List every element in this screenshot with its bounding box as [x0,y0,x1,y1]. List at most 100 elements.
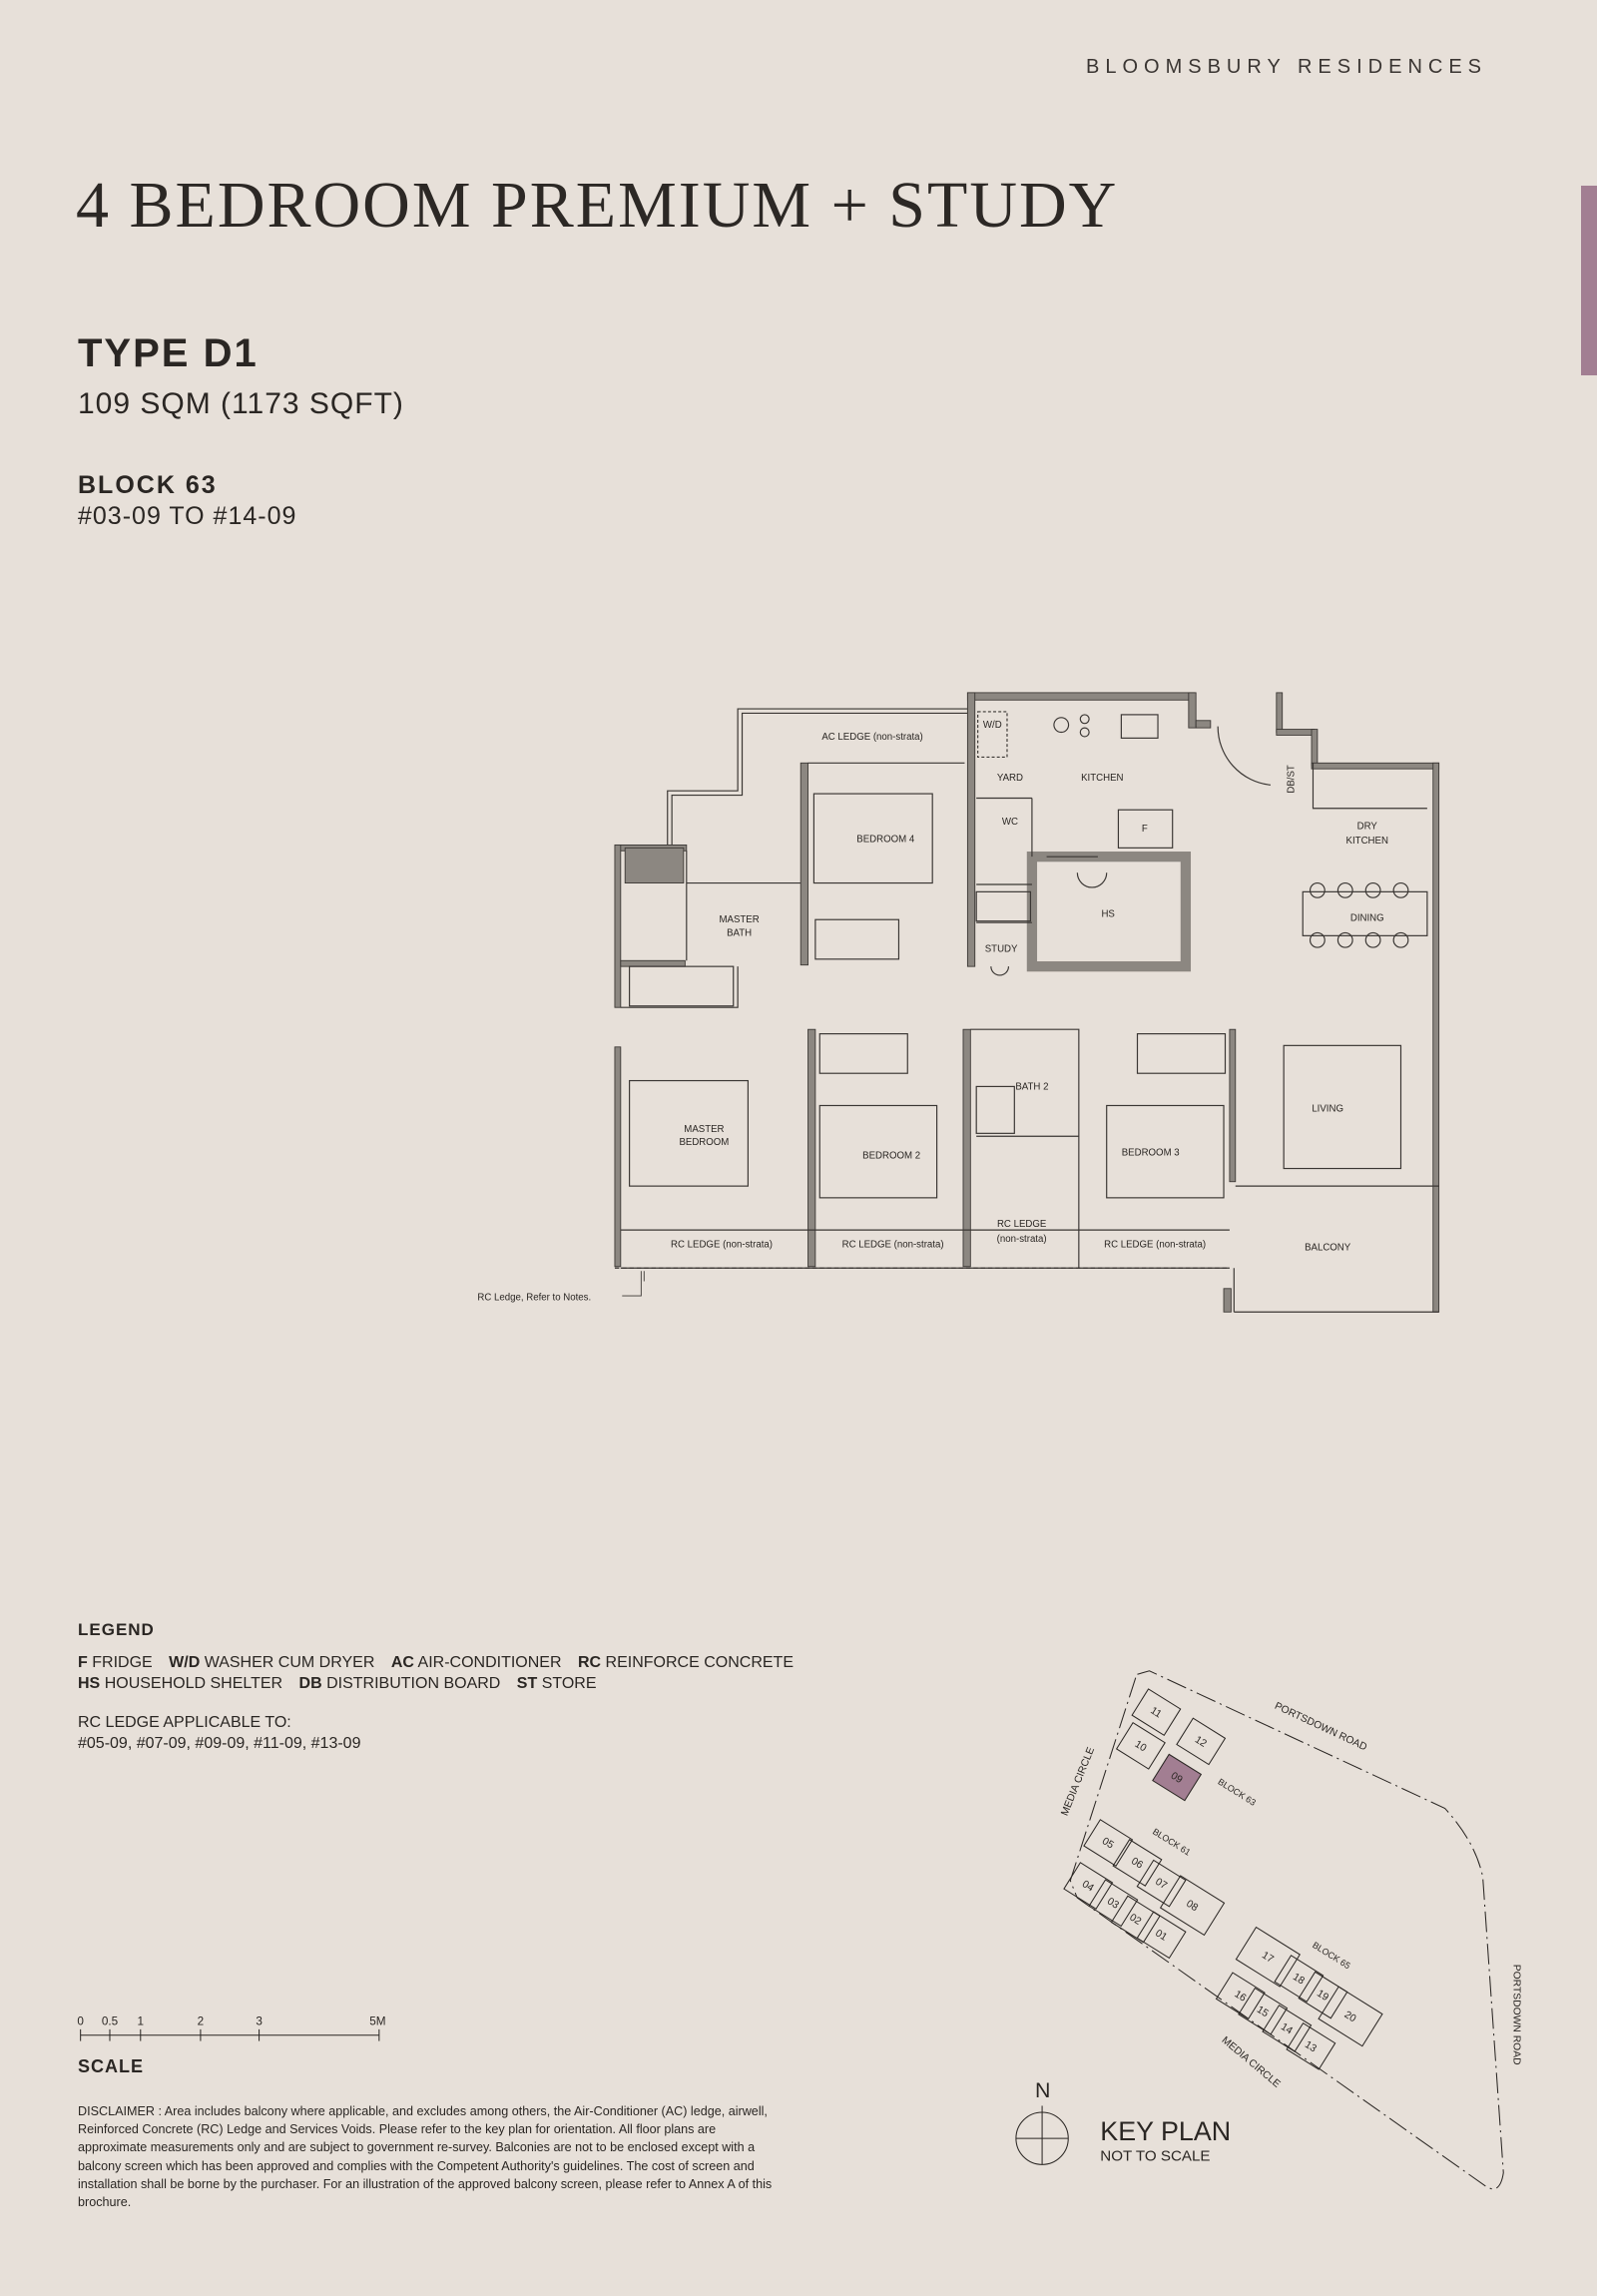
scale-tick-5: 5M [369,2014,385,2027]
legend-title: LEGEND [78,1620,155,1639]
key-plan-unit-label: 04 [1080,1879,1096,1895]
label-dry-kitchen-2: KITCHEN [1346,836,1388,847]
key-plan-unit-label: 05 [1100,1836,1116,1852]
scale-tick-1: 1 [138,2014,145,2027]
key-plan-unit-09 [1152,1753,1203,1802]
key-plan-unit-06 [1112,1839,1163,1887]
north-label: N [1035,2078,1050,2102]
key-plan-unit-11 [1131,1688,1182,1736]
label-wc: WC [1002,817,1018,828]
road-media-left: MEDIA CIRCLE [1060,1746,1098,1818]
key-plan-unit-05 [1083,1819,1134,1867]
label-master-bath: MASTER [719,914,759,925]
unit-range: #03-09 TO #14-09 [78,502,297,530]
key-plan-unit-label: 11 [1148,1705,1163,1720]
label-rc-ledge-1: RC LEDGE (non-strata) [671,1240,773,1251]
road-portsdown-right: PORTSDOWN ROAD [1511,1965,1522,2065]
block-63-label: BLOCK 63 [1216,1777,1258,1808]
label-dining: DINING [1350,913,1384,924]
key-plan-subtitle: NOT TO SCALE [1100,2148,1210,2165]
block-61-label: BLOCK 61 [1151,1827,1193,1858]
label-bedroom-2: BEDROOM 2 [862,1150,920,1161]
label-rc-ledge-3: RC LEDGE [997,1219,1047,1230]
key-plan-unit-15 [1238,1987,1289,2035]
key-plan-unit-label: 03 [1105,1896,1121,1912]
key-plan-unit-label: 10 [1133,1739,1149,1755]
label-bedroom-4: BEDROOM 4 [856,834,915,845]
label-wd: W/D [983,720,1002,731]
scale-tick-0-5: 0.5 [102,2014,119,2027]
key-plan-unit-12 [1176,1717,1227,1766]
label-dry-kitchen: DRY [1357,821,1378,832]
rc-ledge-title: RC LEDGE APPLICABLE TO: [78,1714,291,1731]
label-master-bedroom: MASTER [684,1124,724,1135]
key-plan-unit-04 [1063,1862,1114,1910]
label-dbst: DB/ST [1286,765,1297,794]
room-labels: AC LEDGE (non-strata) W/D YARD KITCHEN D… [477,720,1388,1303]
label-yard: YARD [997,773,1023,784]
label-study: STUDY [985,943,1018,954]
key-plan-unit-20 [1318,1986,1383,2047]
key-plan-unit-18 [1274,1955,1325,2003]
brand-name: BLOOMSBURY RESIDENCES [1086,56,1488,78]
unit-type: TYPE D1 [78,331,259,375]
key-plan-unit-13 [1286,2021,1336,2070]
north-compass-icon [1015,2105,1069,2165]
key-plan-unit-label: 06 [1129,1856,1145,1872]
key-plan-unit-10 [1115,1721,1166,1770]
road-portsdown-top: PORTSDOWN ROAD [1273,1701,1368,1754]
label-kitchen: KITCHEN [1081,773,1123,784]
key-plan-unit-16 [1215,1972,1266,2020]
label-rc-ledge-4: RC LEDGE (non-strata) [1104,1240,1206,1251]
label-balcony: BALCONY [1305,1243,1351,1254]
rc-ledge-note: RC Ledge, Refer to Notes. [477,1293,591,1304]
key-plan: 11 10 12 09 05 06 07 08 04 03 02 01 17 18 19 16 15 14 20 13… [1015,1670,1522,2190]
scale-bar [80,2028,380,2041]
block-65-label: BLOCK 65 [1311,1940,1352,1971]
key-plan-unit-label: 08 [1184,1899,1200,1915]
label-master-bedroom-2: BEDROOM [679,1137,729,1148]
key-plan-unit-03 [1088,1879,1139,1928]
label-rc-ledge-2: RC LEDGE (non-strata) [842,1240,944,1251]
label-fridge: F [1142,824,1148,835]
label-hs: HS [1101,908,1114,919]
key-plan-unit-02 [1110,1895,1161,1944]
key-plan-unit-label: 17 [1260,1950,1276,1966]
scale-title: SCALE [78,2056,145,2076]
accent-tab [1581,186,1597,375]
key-plan-unit-01 [1136,1911,1187,1960]
key-plan-unit-label: 09 [1169,1771,1185,1787]
unit-area: 109 SQM (1173 SQFT) [78,387,404,420]
key-plan-unit-08 [1159,1875,1226,1937]
key-plan-unit-label: 16 [1233,1989,1249,2005]
key-plan-unit-label: 13 [1303,2039,1319,2055]
key-plan-unit-label: 14 [1279,2021,1295,2037]
scale-tick-2: 2 [198,2014,205,2027]
road-media-bottom: MEDIA CIRCLE [1220,2035,1283,2090]
scale-tick-3: 3 [256,2014,263,2027]
label-ac-ledge: AC LEDGE (non-strata) [821,732,922,743]
key-plan-unit-label: 07 [1153,1877,1169,1893]
key-plan-unit-label: 01 [1153,1928,1169,1944]
key-plan-unit-label: 12 [1193,1734,1209,1750]
block-number: BLOCK 63 [78,471,218,499]
label-bedroom-3: BEDROOM 3 [1122,1147,1180,1158]
scale-tick-0: 0 [77,2014,84,2027]
key-plan-unit-label: 20 [1342,2009,1358,2025]
label-master-bath-2: BATH [727,927,752,938]
key-plan-unit-label: 19 [1315,1989,1331,2005]
key-plan-unit-17 [1235,1926,1301,1988]
rc-ledge-units: #05-09, #07-09, #09-09, #11-09, #13-09 [78,1735,361,1752]
label-living: LIVING [1312,1103,1343,1114]
key-plan-unit-label: 18 [1291,1972,1307,1988]
label-rc-ledge-3b: (non-strata) [997,1234,1047,1245]
legend: LEGEND F FRIDGE W/D WASHER CUM DRYER AC … [78,1619,805,1754]
disclaimer: DISCLAIMER : Area includes balcony where… [78,2104,773,2210]
key-plan-unit-label: 15 [1255,2005,1271,2020]
key-plan-title: KEY PLAN [1100,2116,1231,2146]
key-plan-unit-label: 02 [1127,1913,1143,1929]
key-plan-unit-19 [1298,1971,1348,2019]
page-title: 4 BEDROOM PREMIUM + STUDY [76,169,1119,242]
key-plan-unit-07 [1136,1859,1187,1908]
